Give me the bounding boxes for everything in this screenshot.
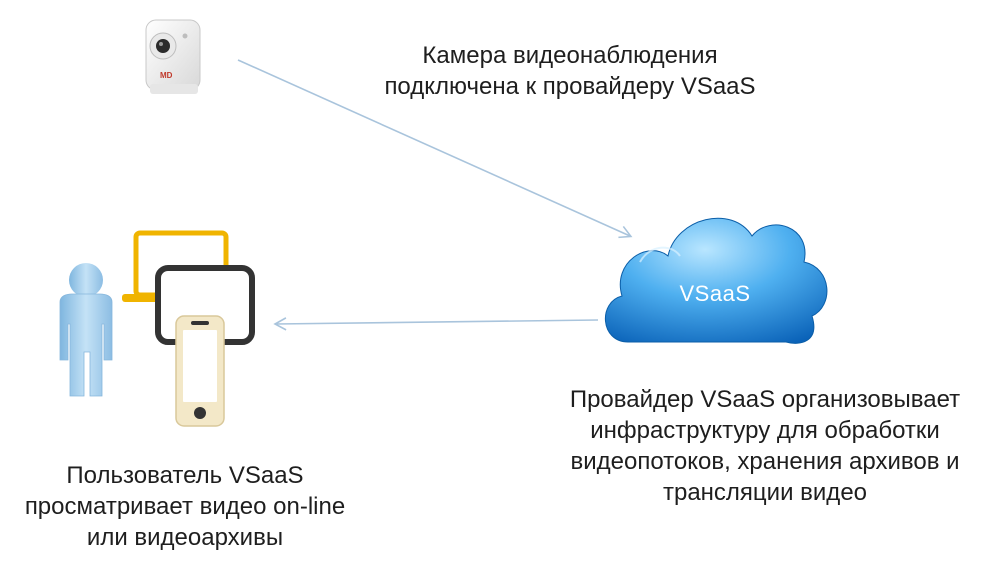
provider-caption: Провайдер VSaaS организовывает инфрастру… — [535, 384, 995, 508]
camera-caption: Камера видеонаблюдения подключена к пров… — [330, 40, 810, 102]
camera-icon: MD — [145, 19, 201, 94]
camera-caption-line-1: Камера видеонаблюдения — [422, 42, 718, 69]
user-caption: Пользователь VSaaS просматривает видео o… — [0, 460, 370, 553]
user-caption-line-2: просматривает видео on-line — [24, 493, 346, 520]
cloud-label: VSaaS — [679, 281, 751, 306]
provider-caption-line-1: Провайдер VSaaS организовывает — [569, 386, 961, 413]
camera-to-cloud-arrow — [237, 59, 633, 239]
camera-caption-line-2: подключена к провайдеру VSaaS — [384, 73, 756, 100]
cloud-icon — [605, 217, 828, 344]
cloud-to-user-arrow — [273, 317, 599, 331]
camera-logo: MD — [160, 71, 173, 80]
provider-caption-line-2: инфраструктуру для обработки — [590, 417, 940, 444]
person-icon — [59, 263, 113, 397]
user-caption-line-3: или видеоархивы — [86, 524, 284, 551]
phone-icon — [175, 315, 225, 427]
provider-caption-line-4: трансляции видео — [662, 479, 868, 506]
provider-caption-line-3: видеопотоков, хранения архивов и — [570, 448, 960, 475]
user-caption-line-1: Пользователь VSaaS — [66, 462, 304, 489]
